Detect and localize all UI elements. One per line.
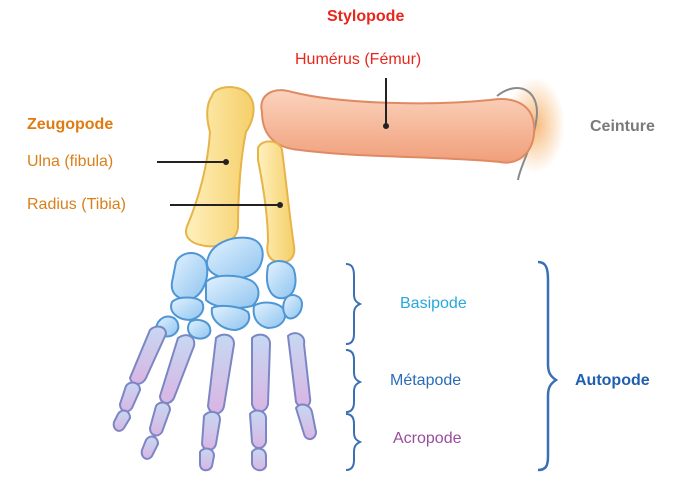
ulna-bone [186, 87, 254, 246]
acropode-label: Acropode [393, 431, 462, 447]
radius-label: Radius (Tibia) [27, 197, 126, 213]
humerus-leader-dot [383, 123, 389, 129]
ulna-leader-dot [223, 159, 229, 165]
acropode-bracket [346, 414, 360, 470]
digit-bones [114, 327, 316, 471]
autopode-bracket [538, 262, 556, 470]
radius-leader-dot [277, 202, 283, 208]
zeugopode-label: Zeugopode [27, 117, 113, 133]
stylopode-label: Stylopode [327, 9, 404, 25]
ulna-label: Ulna (fibula) [27, 154, 113, 170]
basipode-bracket [346, 264, 360, 344]
humerus-label: Humérus (Fémur) [295, 52, 421, 68]
autopode-label: Autopode [575, 373, 650, 389]
radius-bone [258, 141, 294, 262]
metapode-bracket [346, 350, 360, 412]
metapode-label: Métapode [390, 373, 461, 389]
ceinture-label: Ceinture [590, 119, 655, 135]
humerus-bone [261, 90, 534, 162]
basipode-label: Basipode [400, 296, 467, 312]
